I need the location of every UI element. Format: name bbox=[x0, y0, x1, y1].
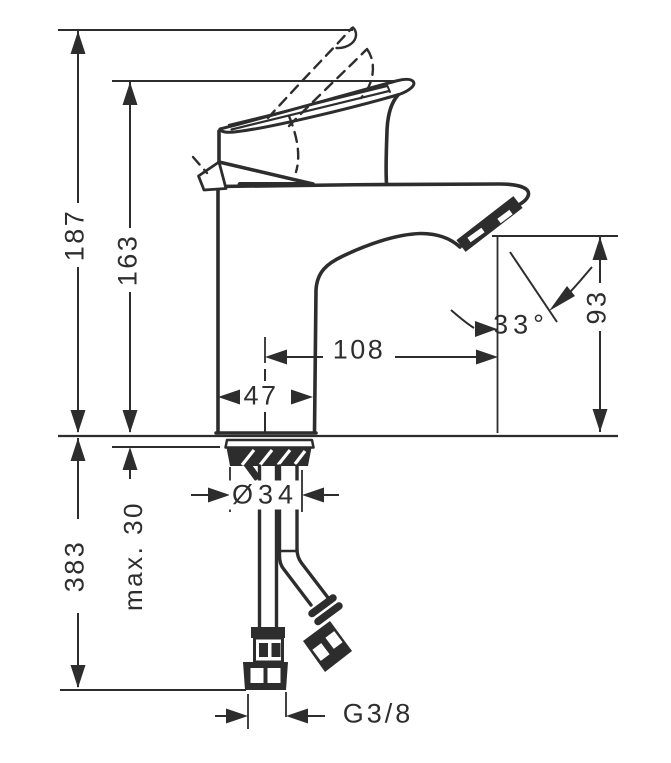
dimension-label-spout-reach: 108 bbox=[332, 334, 386, 365]
dimension-lines bbox=[58, 29, 618, 729]
dimension-label-spout-height: 163 bbox=[112, 233, 143, 287]
dimension-arrowheads bbox=[70, 31, 608, 724]
dimension-label-body-width: 47 bbox=[243, 380, 279, 411]
dimension-label-max-deck-thickness: max. 30 bbox=[118, 501, 148, 611]
right-hose-connector bbox=[303, 594, 352, 672]
dimension-label-connection-thread: G3/8 bbox=[342, 698, 414, 729]
dimension-label-shank-diameter: Ø34 bbox=[228, 480, 302, 510]
handle-lever bbox=[191, 26, 416, 192]
left-hose-connector bbox=[243, 627, 288, 690]
mounting-flange bbox=[224, 438, 315, 482]
dimension-label-below-deck-length: 383 bbox=[59, 539, 90, 593]
dimension-label-outlet-height: 93 bbox=[581, 289, 612, 325]
raised-handle-dashed-lines bbox=[191, 26, 375, 175]
dimension-label-total-height: 187 bbox=[59, 208, 90, 262]
dimension-label-spout-angle: 33° bbox=[493, 309, 549, 340]
